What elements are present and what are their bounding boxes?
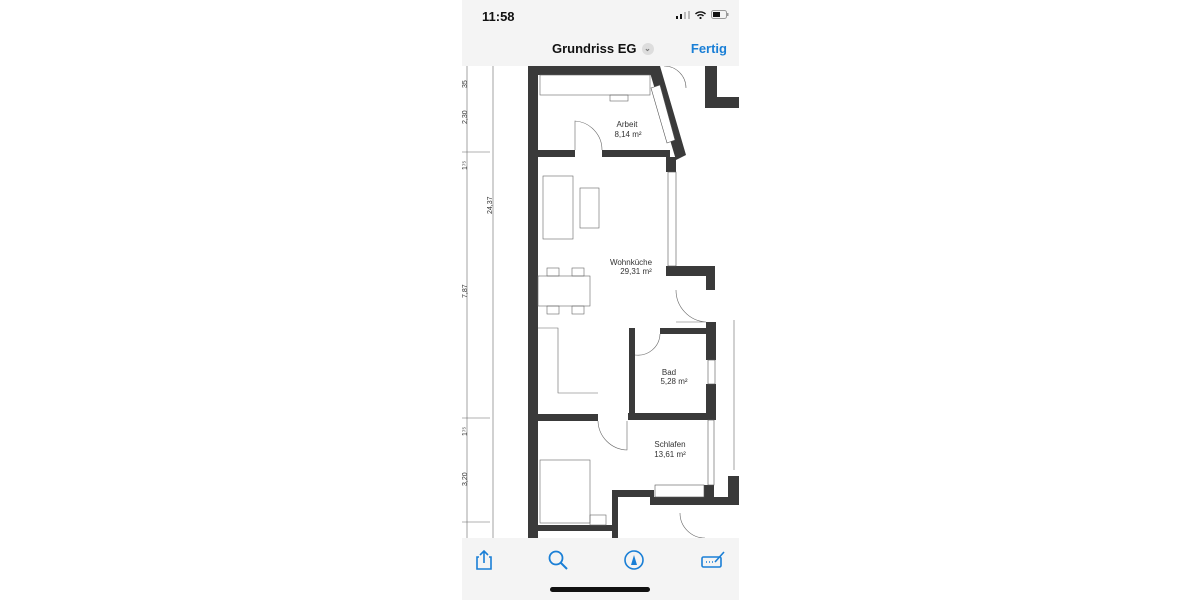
signal-icon — [676, 10, 690, 19]
room-name: Bad — [662, 368, 676, 377]
room-area: 29,31 m² — [620, 267, 652, 276]
battery-icon — [711, 10, 729, 19]
document-title[interactable]: Grundriss EG ⌄ — [552, 41, 654, 56]
dim-label: 7,87 — [462, 284, 469, 298]
markup-icon[interactable] — [622, 548, 646, 572]
home-indicator — [550, 587, 650, 592]
room-area: 13,61 m² — [654, 450, 686, 459]
dim-label: 24,37 — [487, 196, 494, 214]
doors-furniture — [462, 65, 735, 540]
title-text: Grundriss EG — [552, 41, 637, 56]
chevron-down-icon[interactable]: ⌄ — [641, 42, 654, 55]
signature-icon[interactable] — [700, 548, 726, 572]
dim-label: 3,20 — [462, 472, 469, 486]
nav-bar: Grundriss EG ⌄ Fertig — [462, 32, 739, 66]
status-bar: 11:58 — [462, 0, 739, 32]
dim-label: 1⁷⁵ — [462, 427, 469, 436]
dim-label: 1⁷⁵ — [462, 161, 469, 170]
clock: 11:58 — [482, 9, 515, 24]
search-icon[interactable] — [546, 548, 570, 572]
room-name: Schlafen — [654, 440, 685, 449]
done-button[interactable]: Fertig — [690, 41, 727, 56]
floor-plan[interactable]: 35 2,30 1⁷⁵ 24,37 7,87 1⁷⁵ 3,20 Arbeit 8… — [462, 0, 739, 600]
room-name: Arbeit — [617, 120, 639, 129]
share-icon[interactable] — [472, 548, 496, 572]
dim-label: 2,30 — [462, 110, 469, 124]
room-name: Wohnküche — [610, 258, 653, 267]
wifi-icon — [695, 10, 706, 19]
phone-screen: 35 2,30 1⁷⁵ 24,37 7,87 1⁷⁵ 3,20 Arbeit 8… — [462, 0, 739, 600]
windows — [650, 84, 716, 498]
room-area: 8,14 m² — [614, 130, 641, 139]
dim-label: 35 — [462, 80, 469, 88]
room-area: 5,28 m² — [660, 377, 687, 386]
